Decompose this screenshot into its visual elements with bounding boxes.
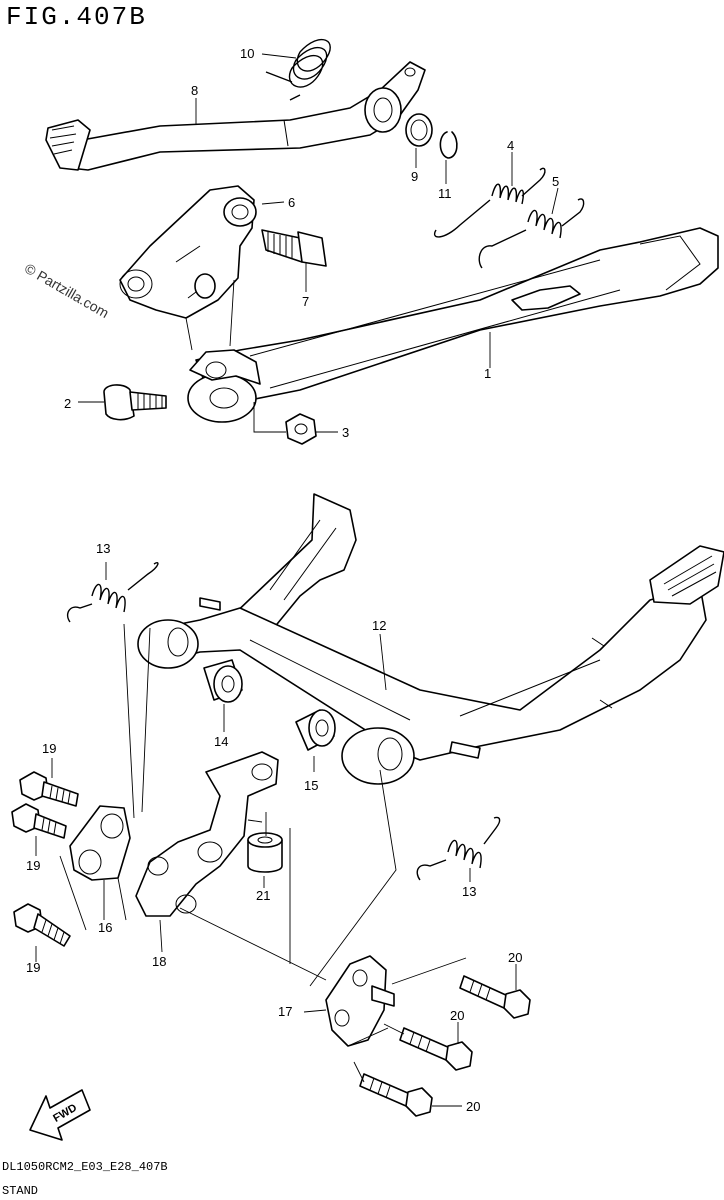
callout-3: 3 — [342, 425, 349, 440]
side-stand-bracket[interactable] — [119, 185, 257, 319]
callout-21: 21 — [256, 888, 270, 903]
callout-13-upper: 13 — [96, 541, 110, 556]
callout-18: 18 — [152, 954, 166, 969]
callout-15: 15 — [304, 778, 318, 793]
bolt-19-middle[interactable] — [11, 803, 67, 839]
callout-labels: 1 2 3 4 5 6 7 8 9 10 11 12 13 13 14 15 1… — [26, 46, 559, 1114]
callout-13-lower: 13 — [462, 884, 476, 899]
callout-20-middle: 20 — [450, 1008, 464, 1023]
callout-19-upper: 19 — [42, 741, 56, 756]
bolt-20-middle[interactable] — [399, 1027, 473, 1071]
callout-4: 4 — [507, 138, 514, 153]
bolt-20-lower[interactable] — [359, 1073, 433, 1117]
center-stand-bushing-right[interactable] — [295, 709, 336, 751]
pedal-return-spring[interactable] — [265, 38, 331, 101]
figure-title: FIG.407B — [6, 2, 147, 32]
side-stand-nut[interactable] — [285, 413, 317, 445]
center-stand-bracket-right[interactable] — [325, 955, 395, 1047]
lower-leader-lines — [35, 562, 517, 1107]
callout-10: 10 — [240, 46, 254, 61]
washer[interactable] — [405, 113, 433, 147]
bolt-19-upper[interactable] — [19, 771, 79, 807]
rubber-damper[interactable] — [247, 832, 283, 873]
center-stand-plate[interactable] — [69, 805, 131, 881]
bracket-bolt[interactable] — [261, 229, 327, 267]
circlip[interactable] — [439, 131, 458, 159]
center-stand-spring-upper[interactable] — [66, 562, 159, 623]
footer-name: STAND — [2, 1184, 39, 1198]
callout-20-upper: 20 — [508, 950, 522, 965]
callout-9: 9 — [411, 169, 418, 184]
bolt-20-upper[interactable] — [459, 975, 531, 1019]
callout-5: 5 — [552, 174, 559, 189]
callout-20-lower: 20 — [466, 1099, 480, 1114]
callout-8: 8 — [191, 83, 198, 98]
callout-1: 1 — [484, 366, 491, 381]
callout-17: 17 — [278, 1004, 292, 1019]
side-stand-spring-small[interactable] — [433, 167, 546, 238]
callout-11: 11 — [438, 186, 452, 201]
footer-code: DL1050RCM2_E03_E28_407B — [2, 1160, 168, 1174]
callout-6: 6 — [288, 195, 295, 210]
callout-16: 16 — [98, 920, 112, 935]
side-stand-pivot-bolt[interactable] — [103, 384, 167, 421]
bolt-19-lower[interactable] — [13, 903, 71, 947]
callout-19-lower: 19 — [26, 960, 40, 975]
side-stand-spring-large[interactable] — [478, 198, 585, 269]
callout-12: 12 — [372, 618, 386, 633]
side-stand[interactable] — [187, 227, 719, 423]
callout-2: 2 — [64, 396, 71, 411]
center-stand-bracket-left[interactable] — [135, 751, 279, 917]
center-stand-bushing-left[interactable] — [203, 659, 243, 703]
callout-14: 14 — [214, 734, 228, 749]
callout-19-middle: 19 — [26, 858, 40, 873]
brake-pedal-lever[interactable] — [45, 61, 426, 171]
callout-7: 7 — [302, 294, 309, 309]
center-stand-spring-lower[interactable] — [416, 816, 501, 881]
fwd-arrow-icon: FWD — [29, 1089, 91, 1141]
center-stand[interactable] — [137, 493, 724, 785]
upper-leader-lines — [78, 53, 559, 433]
